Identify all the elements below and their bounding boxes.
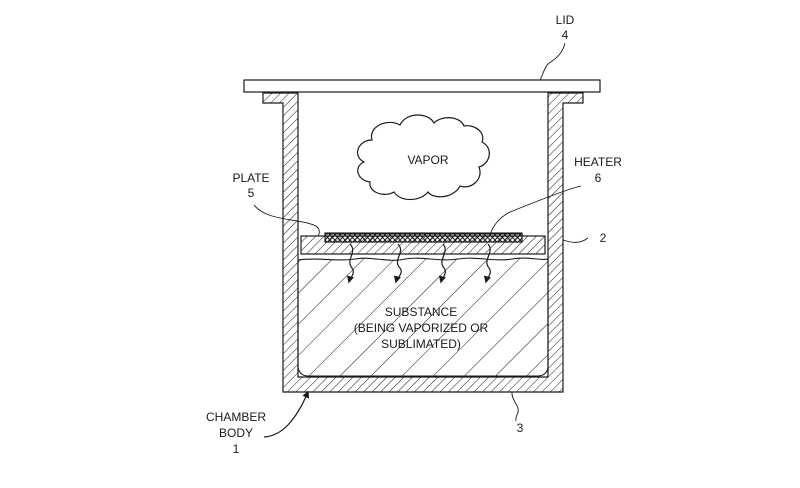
lid-leader [539,42,566,81]
chamber-body-wall [262,92,584,393]
chamber-body-label-line2: BODY [219,426,253,440]
bottom-number: 3 [517,421,524,435]
plate-label: PLATE [232,171,269,185]
chamber-body-label-line1: CHAMBER [206,410,266,424]
vapor-label: VAPOR [407,153,448,167]
vapor-arrow [483,243,491,284]
lid-label: LID [556,13,575,27]
substance-region [297,257,549,377]
vapor-cloud [356,114,490,201]
vapor-arrow [346,243,354,284]
vapor-arrow [393,243,402,284]
plate-leader [253,204,320,237]
substance-label-line3: SUBLIMATED) [381,337,461,351]
lid-number: 4 [562,28,569,42]
body-arrow [263,390,310,438]
wall-leader [562,237,589,243]
wall-number: 2 [600,231,607,245]
plate-number: 5 [248,186,255,200]
heater-element [324,232,523,243]
chamber-body-number: 1 [233,442,240,456]
bottom-leader [511,391,519,422]
heater-leader [489,185,582,237]
substance-label-line2: (BEING VAPORIZED OR [354,321,489,335]
substance-label-line1: SUBSTANCE [385,305,457,319]
vapor-arrow [438,243,446,284]
heater-label: HEATER [574,155,622,169]
heater-number: 6 [595,171,602,185]
lid [243,79,601,93]
